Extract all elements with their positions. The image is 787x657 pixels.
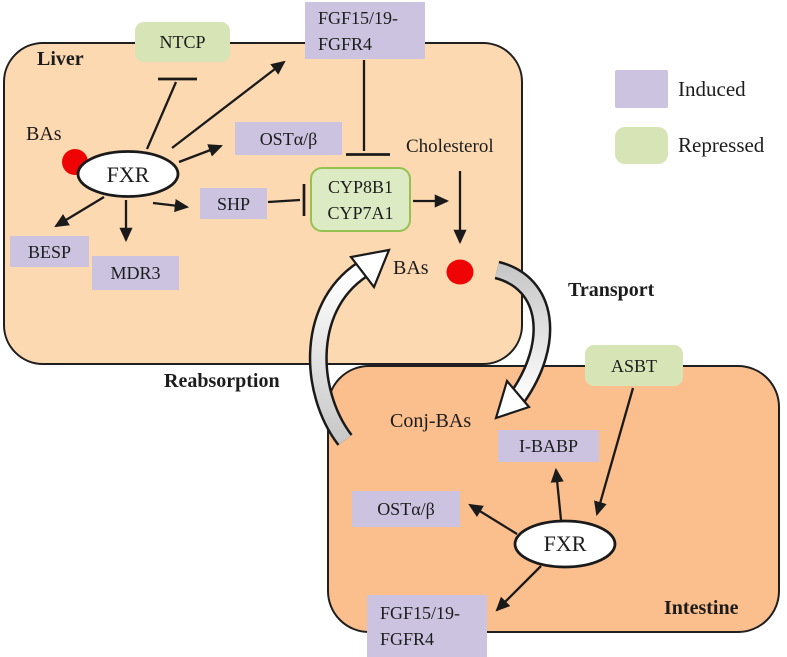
edge-fxr-ost-int [468,503,518,535]
node-ntcp: NTCP [135,22,230,62]
node-besp: BESP [10,236,89,267]
transport-arrow [494,260,552,420]
edge-fxr-ost-liver [178,144,223,164]
bas-label-outside: BAs [26,123,62,145]
node-fgf15-19-fgfr4-liver: FGF15/19- FGFR4 [305,2,425,59]
node-i-babp: I-BABP [498,430,599,462]
node-fgf15-19-fgfr4-intestine: FGF15/19- FGFR4 [367,595,487,657]
node-shp: SHP [200,188,267,219]
edge-fxr-fgf-liver [171,60,286,149]
node-asbt: ASBT [585,345,683,386]
bas-label-liver: BAs [393,257,429,279]
liver-region-label: Liver [37,48,84,70]
node-mdr3: MDR3 [92,256,179,290]
legend-induced-swatch [615,70,668,108]
node-label-line: CYP8B1 [327,176,394,197]
legend-repressed-swatch [615,127,668,164]
transport-label: Transport [568,279,655,301]
fxr-intestine-ellipse [513,519,617,569]
reabsorption-label: Reabsorption [164,370,280,392]
edge-asbt-fxr [594,387,635,517]
reabsorption-arrow [308,248,391,446]
edge-fxr-shp [152,199,190,213]
edge-fxr-besp [54,196,105,228]
edge-fxr-fgf-int [495,565,542,612]
node-label-line: FGF15/19- [380,603,461,623]
edge-fxr-ntcp [145,81,178,150]
node-label-line: FGFR4 [318,33,373,54]
node-label-line: FGFR4 [380,629,435,649]
node-label-line: CYP7A1 [327,202,394,223]
node-cyp8b1-cyp7a1: CYP8B1 CYP7A1 [310,167,411,232]
edge-shp-cyp [267,198,301,204]
node-ost-alpha-beta-intestine: OSTα/β [352,491,460,527]
edge-fxr-ibabp [550,467,564,521]
node-label-line: FGF15/19- [318,7,399,28]
legend-induced-label: Induced [678,77,746,101]
conj-bas-label: Conj-BAs [390,410,472,432]
legend-repressed-label: Repressed [678,133,765,157]
cholesterol-label: Cholesterol [406,136,494,157]
bas-dot-liver [446,259,474,285]
fxr-liver-label: FXR [106,161,150,187]
node-ost-alpha-beta-liver: OSTα/β [235,122,342,155]
fxr-intestine-label: FXR [543,531,587,556]
fxr-liver-ellipse [76,150,180,198]
intestine-region-label: Intestine [664,597,739,619]
